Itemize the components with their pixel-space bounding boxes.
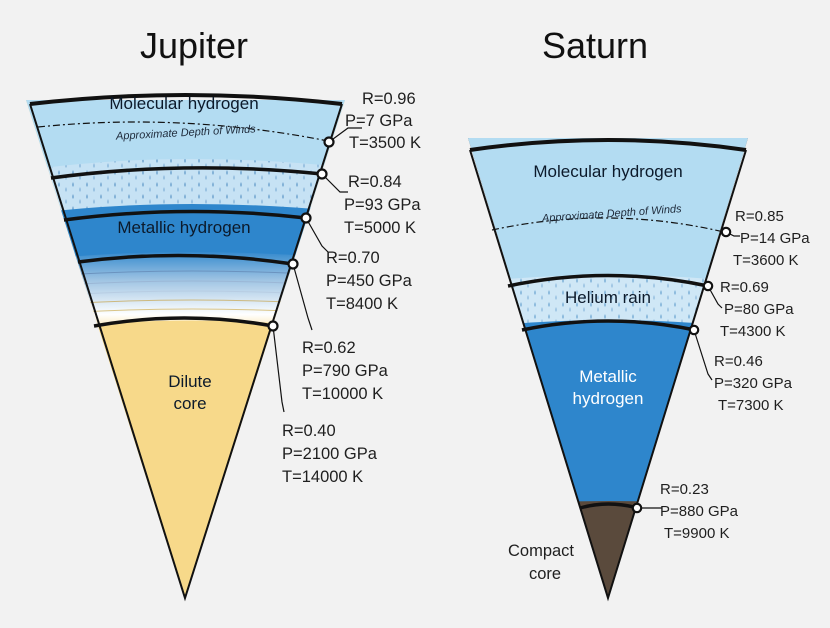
- saturn-marker-085: [720, 226, 740, 238]
- saturn-readout-046: R=0.46 P=320 GPa T=7300 K: [714, 353, 793, 414]
- saturn-readout-023: R=0.23 P=880 GPa T=9900 K: [660, 481, 739, 542]
- jupiter-marker-040: [267, 320, 285, 413]
- readout-temperature: T=14000 K: [282, 468, 363, 486]
- jupiter-marker-096: [323, 127, 362, 148]
- jupiter-readout-062: R=0.62 P=790 GPa T=10000 K: [302, 339, 389, 403]
- readout-radius: R=0.46: [714, 353, 763, 370]
- jupiter-readout-096: R=0.96 P=7 GPa T=3500 K: [345, 90, 421, 152]
- saturn-title: Saturn: [542, 25, 648, 66]
- jupiter-boundary-084: [50, 166, 323, 180]
- readout-radius: R=0.96: [362, 90, 416, 108]
- readout-temperature: T=10000 K: [302, 385, 383, 403]
- jupiter-readout-084: R=0.84 P=93 GPa T=5000 K: [344, 173, 421, 237]
- readout-pressure: P=80 GPa: [724, 301, 794, 318]
- saturn-marker-069: [702, 280, 723, 309]
- readout-radius: R=0.70: [326, 249, 380, 267]
- readout-temperature: T=3500 K: [349, 134, 421, 152]
- saturn-core-label-1: Compact: [508, 542, 574, 560]
- readout-radius: R=0.69: [720, 279, 769, 296]
- readout-radius: R=0.85: [735, 208, 784, 225]
- readout-temperature: T=3600 K: [733, 252, 798, 269]
- jupiter-marker-070: [300, 212, 329, 253]
- jupiter-readout-040: R=0.40 P=2100 GPa T=14000 K: [282, 422, 378, 486]
- jupiter-surface-line: [29, 93, 343, 106]
- jupiter-core-label-1: Dilute: [168, 372, 211, 391]
- readout-temperature: T=5000 K: [344, 219, 416, 237]
- readout-pressure: P=320 GPa: [714, 375, 793, 392]
- saturn-core-label-2: core: [529, 565, 561, 583]
- jupiter-molecular-label: Molecular hydrogen: [109, 94, 258, 113]
- saturn-molecular-hydrogen: [468, 138, 748, 286]
- readout-pressure: P=790 GPa: [302, 362, 389, 380]
- jupiter-marker-084: [316, 168, 348, 193]
- jupiter-title: Jupiter: [140, 25, 248, 66]
- jupiter-boundary-062: [77, 253, 294, 266]
- jupiter-core-label-2: core: [173, 394, 206, 413]
- saturn-winds-line: [491, 217, 725, 233]
- readout-temperature: T=9900 K: [664, 525, 729, 542]
- readout-radius: R=0.62: [302, 339, 356, 357]
- jupiter-molecular-hydrogen: [26, 100, 345, 174]
- readout-temperature: T=8400 K: [326, 295, 398, 313]
- readout-radius: R=0.40: [282, 422, 336, 440]
- jupiter-readout-070: R=0.70 P=450 GPa T=8400 K: [326, 249, 413, 313]
- saturn-metallic-label-2: hydrogen: [573, 389, 644, 408]
- saturn-boundary-069: [507, 273, 709, 288]
- saturn-surface-line: [469, 138, 747, 152]
- readout-radius: R=0.84: [348, 173, 402, 191]
- saturn-metallic-label-1: Metallic: [579, 367, 637, 386]
- jupiter-boundary-040: [93, 316, 274, 328]
- readout-pressure: P=2100 GPa: [282, 445, 378, 463]
- readout-pressure: P=14 GPa: [740, 230, 810, 247]
- readout-pressure: P=880 GPa: [660, 503, 739, 520]
- readout-radius: R=0.23: [660, 481, 709, 498]
- jupiter-boundary-070: [63, 209, 307, 222]
- saturn-boundary-046: [521, 319, 696, 332]
- jupiter-marker-062: [287, 258, 313, 331]
- jupiter-winds-line: [37, 121, 334, 143]
- saturn-marker-046: [688, 324, 713, 381]
- readout-pressure: P=93 GPa: [344, 196, 421, 214]
- readout-temperature: T=4300 K: [720, 323, 785, 340]
- readout-temperature: T=7300 K: [718, 397, 783, 414]
- saturn-molecular-label: Molecular hydrogen: [533, 162, 682, 181]
- saturn-marker-023: [631, 502, 662, 514]
- jupiter-metallic-label: Metallic hydrogen: [117, 218, 250, 237]
- readout-pressure: P=450 GPa: [326, 272, 413, 290]
- saturn-helium-label: Helium rain: [565, 288, 651, 307]
- readout-pressure: P=7 GPa: [345, 112, 413, 130]
- saturn-readout-085: R=0.85 P=14 GPa T=3600 K: [733, 208, 810, 269]
- saturn-readout-069: R=0.69 P=80 GPa T=4300 K: [720, 279, 794, 340]
- saturn-outline: [469, 149, 747, 602]
- jupiter-outline: [29, 103, 343, 602]
